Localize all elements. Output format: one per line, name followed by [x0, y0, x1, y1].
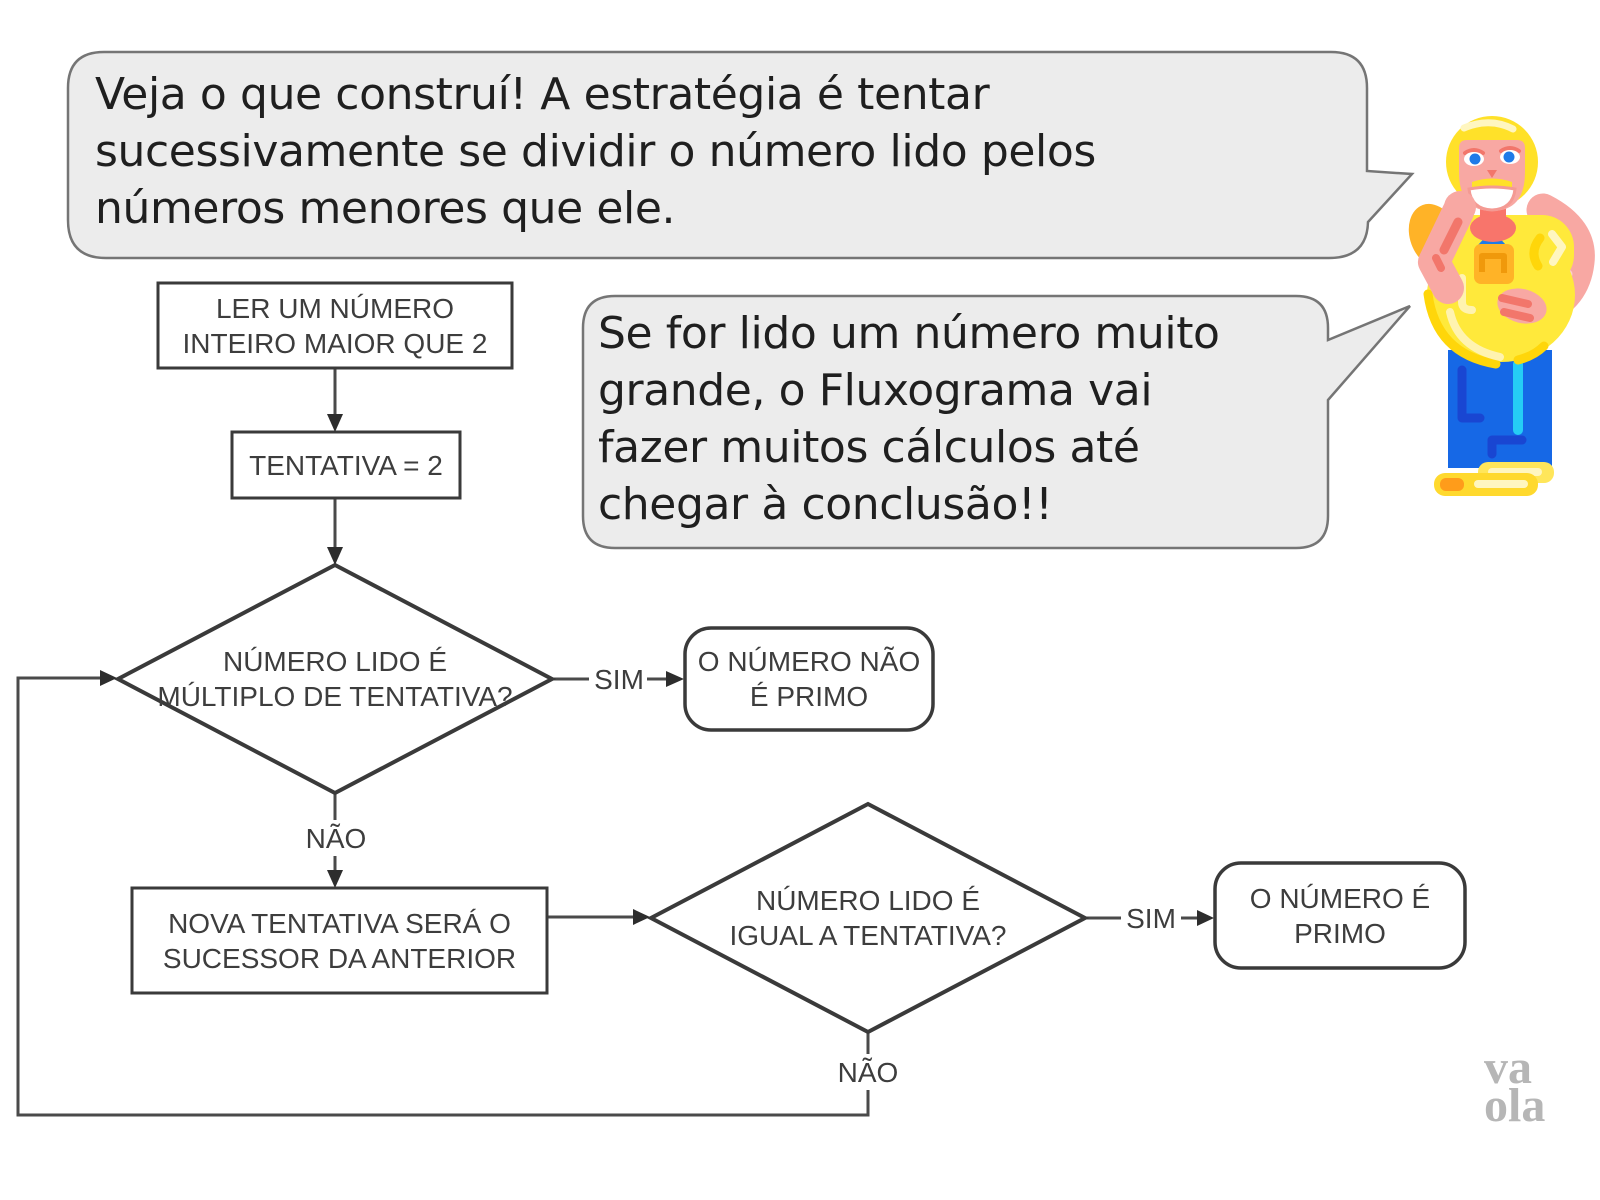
edge-label-sim-2: SIM [1092, 900, 1210, 936]
label-line: SIM [594, 663, 644, 695]
process-read-number-label: LER UM NÚMERO INTEIRO MAIOR QUE 2 [158, 283, 512, 368]
terminator-not-prime-shape [683, 626, 935, 732]
mascot-right-eye [1503, 151, 1515, 163]
label-line: NÃO [305, 822, 367, 854]
terminator-not-prime-label: O NÚMERO NÃO É PRIMO [685, 628, 933, 730]
label-line: NOVA TENTATIVA SERÁ O [168, 907, 511, 939]
watermark-line: va [1484, 1041, 1532, 1094]
decision-equal-label: NÚMERO LIDO É IGUAL A TENTATIVA? [658, 804, 1078, 1032]
mascot-illustration [1408, 116, 1595, 496]
mascot-left-eyelid [1463, 148, 1485, 155]
decision-equal-shape [646, 801, 1090, 1035]
label-line: INTEIRO MAIOR QUE 2 [182, 327, 488, 359]
decision-multiple-label: NÚMERO LIDO É MÚLTIPLO DE TENTATIVA? [125, 565, 545, 793]
speech-bubble-2-shape [581, 294, 1411, 550]
label-line: NÚMERO LIDO É [755, 885, 981, 916]
label-line: SUCESSOR DA ANTERIOR [162, 942, 517, 974]
bubble2-line: Se for lido um número muito [598, 308, 1220, 359]
process-next-tentativa-label: NOVA TENTATIVA SERÁ O SUCESSOR DA ANTERI… [132, 888, 547, 993]
speech-bubble-1-shape [66, 50, 1415, 260]
mascot-nose [1487, 170, 1497, 178]
label-line: NÃO [837, 1056, 899, 1088]
label-line: PRIMO [1294, 917, 1386, 949]
label-line: NÚMERO LIDO É [222, 646, 448, 677]
edge-label-nao-1: NÃO [299, 820, 373, 856]
mascot-head [1446, 116, 1538, 212]
mascot-left-arm [1418, 191, 1476, 304]
watermark-logo: va ola [1484, 1041, 1546, 1132]
process-next-tentativa-shape [130, 886, 549, 995]
flowchart-shapes [113, 281, 1467, 1035]
speech-bubble-2-text: Se for lido um número muito grande, o Fl… [598, 305, 1220, 533]
bubble1-line: números menores que ele. [95, 183, 676, 234]
label-line: É PRIMO [749, 681, 869, 712]
label-line: MÚLTIPLO DE TENTATIVA? [157, 681, 513, 712]
terminator-prime-shape [1213, 861, 1467, 970]
label-line: O NÚMERO NÃO [697, 646, 921, 677]
label-line: LER UM NÚMERO [215, 292, 454, 324]
label-line: IGUAL A TENTATIVA? [729, 920, 1007, 951]
process-read-number-shape [156, 281, 514, 370]
watermark-line: ola [1484, 1079, 1546, 1132]
decision-multiple-shape [113, 562, 557, 796]
mascot-right-eyelid [1499, 146, 1521, 153]
bubble2-line: grande, o Fluxograma vai [598, 365, 1153, 416]
label-line: SIM [1126, 902, 1176, 934]
bubble2-line: fazer muitos cálculos até [598, 422, 1140, 473]
label-line: TENTATIVA = 2 [249, 449, 443, 481]
process-tentativa-label: TENTATIVA = 2 [232, 432, 460, 498]
mascot-right-hand [1497, 288, 1547, 324]
bubble1-line: sucessivamente se dividir o número lido … [95, 126, 1096, 177]
terminator-prime-label: O NÚMERO É PRIMO [1215, 863, 1465, 968]
edge-label-sim-1: SIM [560, 661, 678, 697]
mascot-left-eye [1469, 153, 1481, 165]
mascot-pants [1448, 350, 1552, 468]
edge-label-nao-2: NÃO [831, 1054, 905, 1090]
process-tentativa-shape [230, 430, 462, 500]
speech-bubble-1-text: Veja o que construí! A estratégia é tent… [95, 66, 1096, 237]
flowchart-arrowheads [100, 414, 1214, 926]
bubble1-line: Veja o que construí! A estratégia é tent… [95, 69, 990, 120]
bubble2-line: chegar à conclusão!! [598, 479, 1053, 530]
mascot-shoes [1434, 462, 1554, 496]
label-line: O NÚMERO É [1249, 882, 1431, 914]
